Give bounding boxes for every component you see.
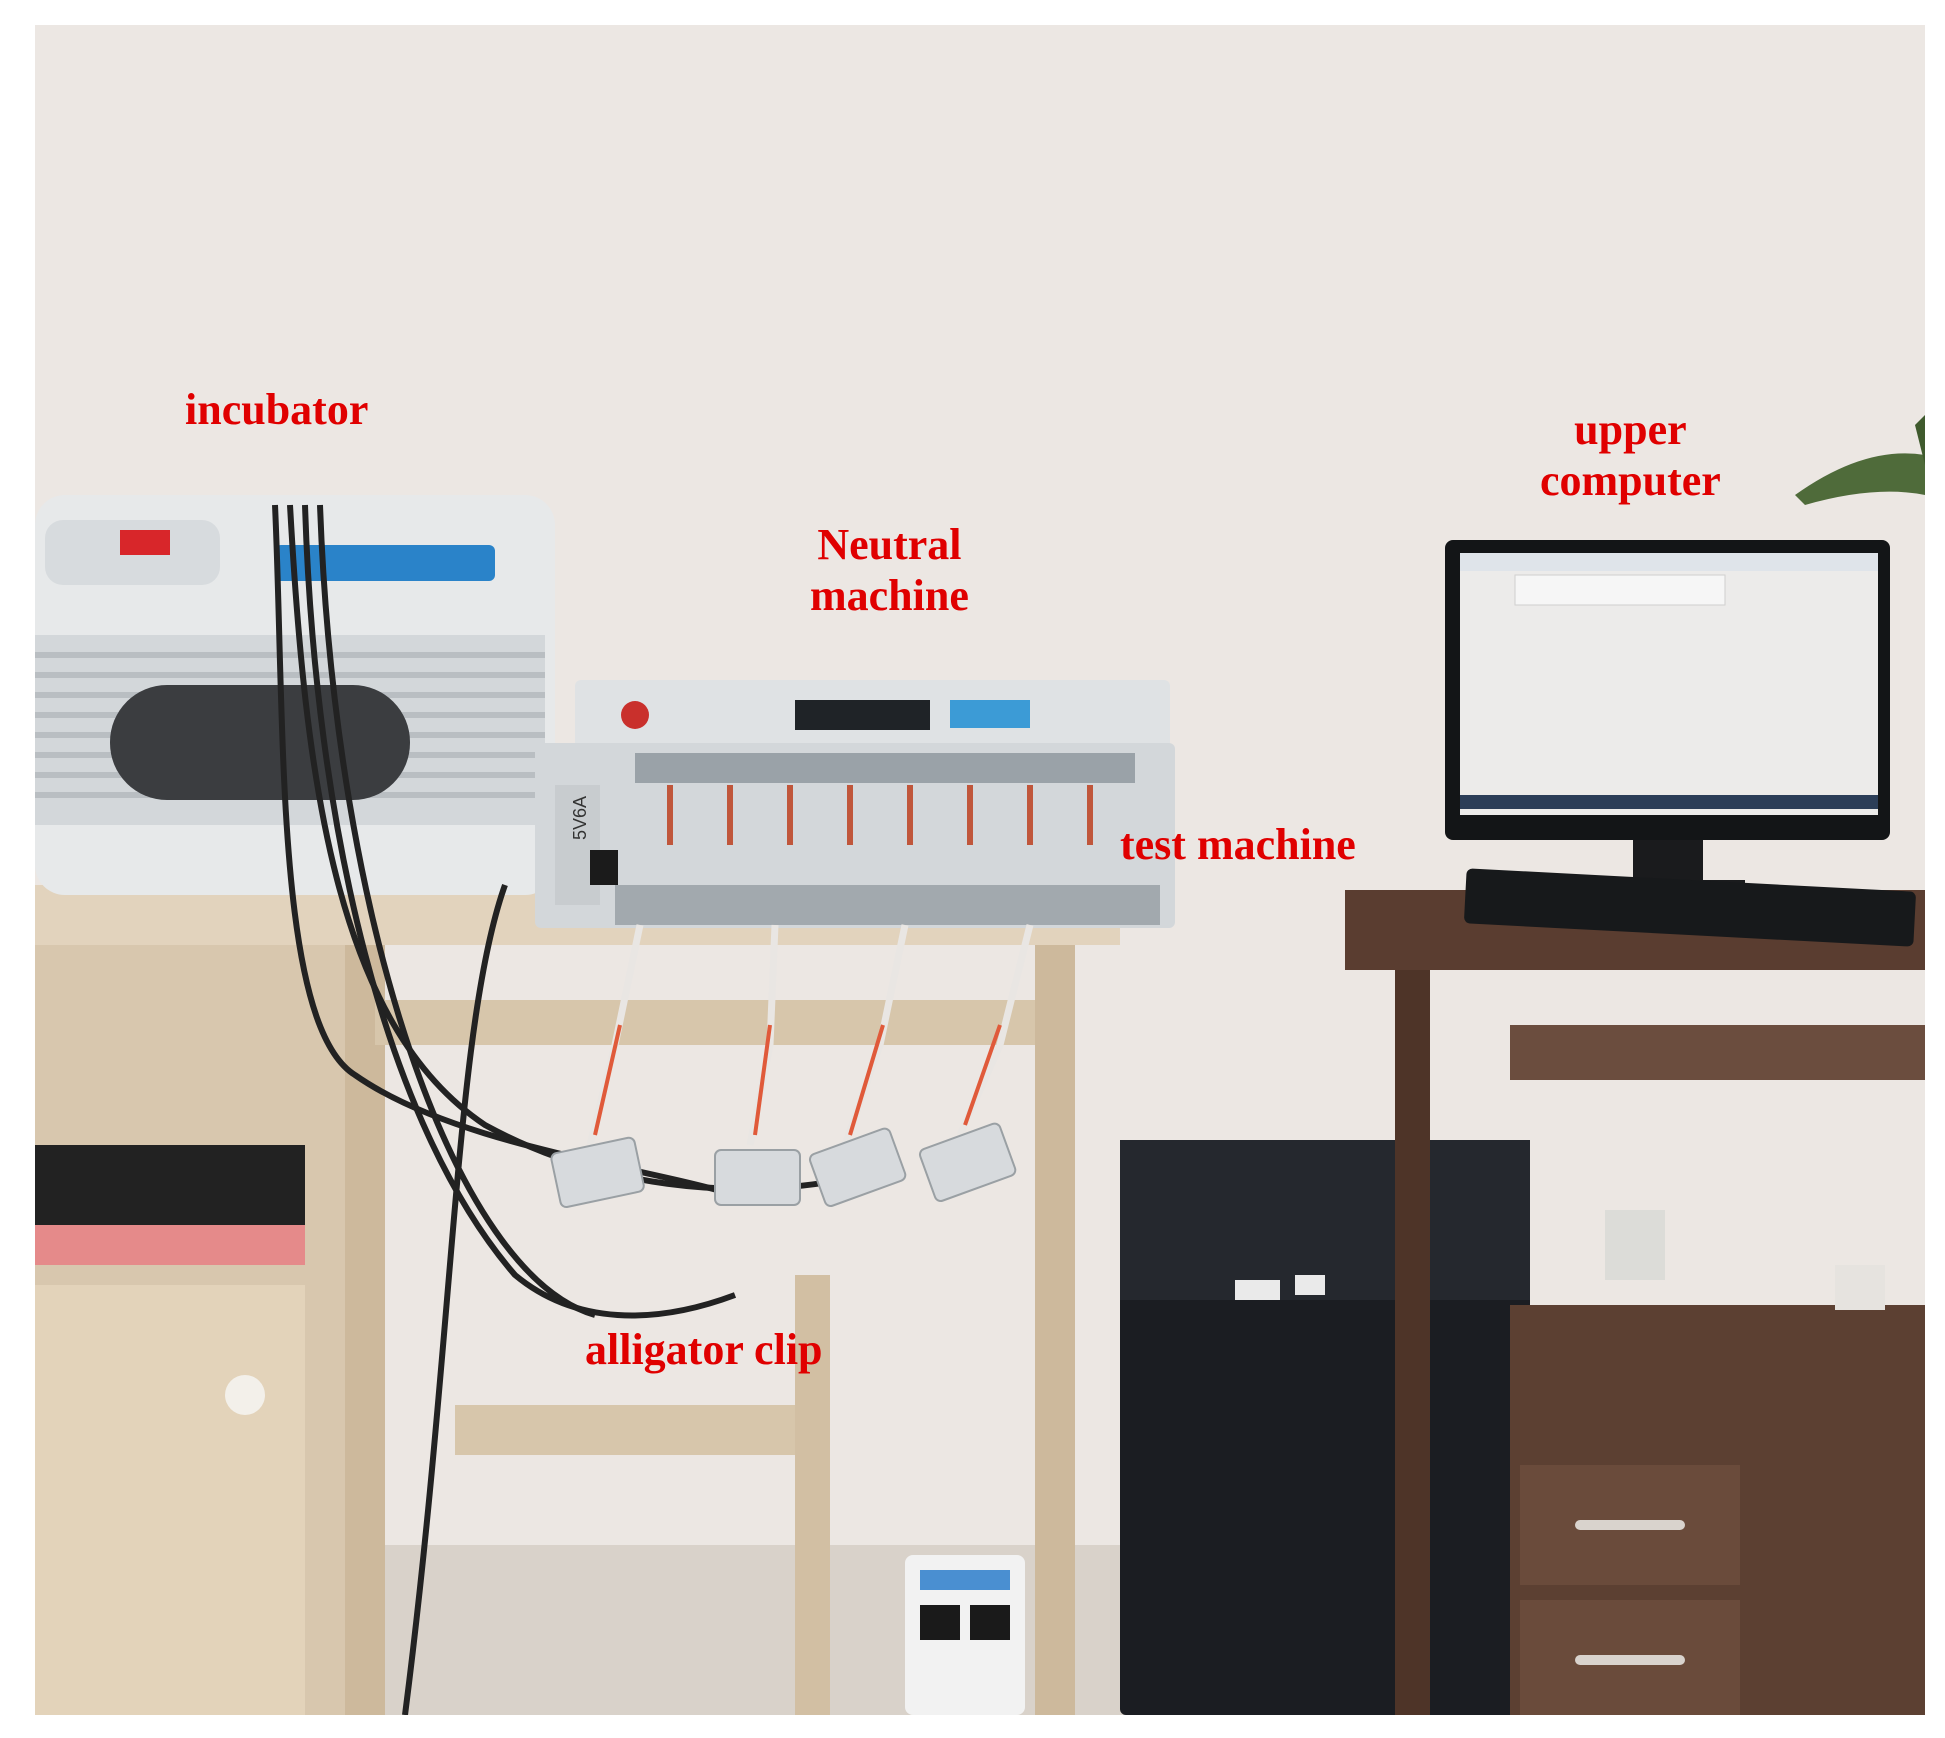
label-neutral-machine-line1: Neutral (817, 520, 962, 569)
label-upper-computer-line2: computer (1540, 455, 1721, 505)
label-test-machine: test machine (1120, 820, 1356, 869)
label-alligator-clip: alligator clip (585, 1325, 823, 1374)
clip-wires (586, 924, 1034, 1147)
scene-illustration: 5V6A (35, 25, 1925, 1715)
label-neutral-machine: Neutral machine (810, 520, 969, 621)
keyboard (1464, 868, 1916, 947)
lab-photo: 5V6A (35, 25, 1925, 1715)
label-neutral-machine-line2: machine (810, 570, 969, 620)
monitor (1445, 540, 1890, 895)
power-strip (905, 1555, 1025, 1715)
alligator-clips (550, 1122, 1017, 1209)
cabinet-knob (225, 1375, 265, 1415)
test-machine-device (535, 743, 1175, 928)
left-desk (35, 885, 1120, 1715)
label-incubator: incubator (185, 385, 369, 434)
label-upper-computer-line1: upper (1574, 405, 1687, 454)
neutral-machine-device (575, 680, 1170, 750)
label-upper-computer: upper computer (1540, 405, 1721, 506)
pc-tower (1120, 1140, 1530, 1715)
rack-model-label: 5V6A (570, 796, 590, 840)
plant-leaf (1795, 415, 1925, 505)
